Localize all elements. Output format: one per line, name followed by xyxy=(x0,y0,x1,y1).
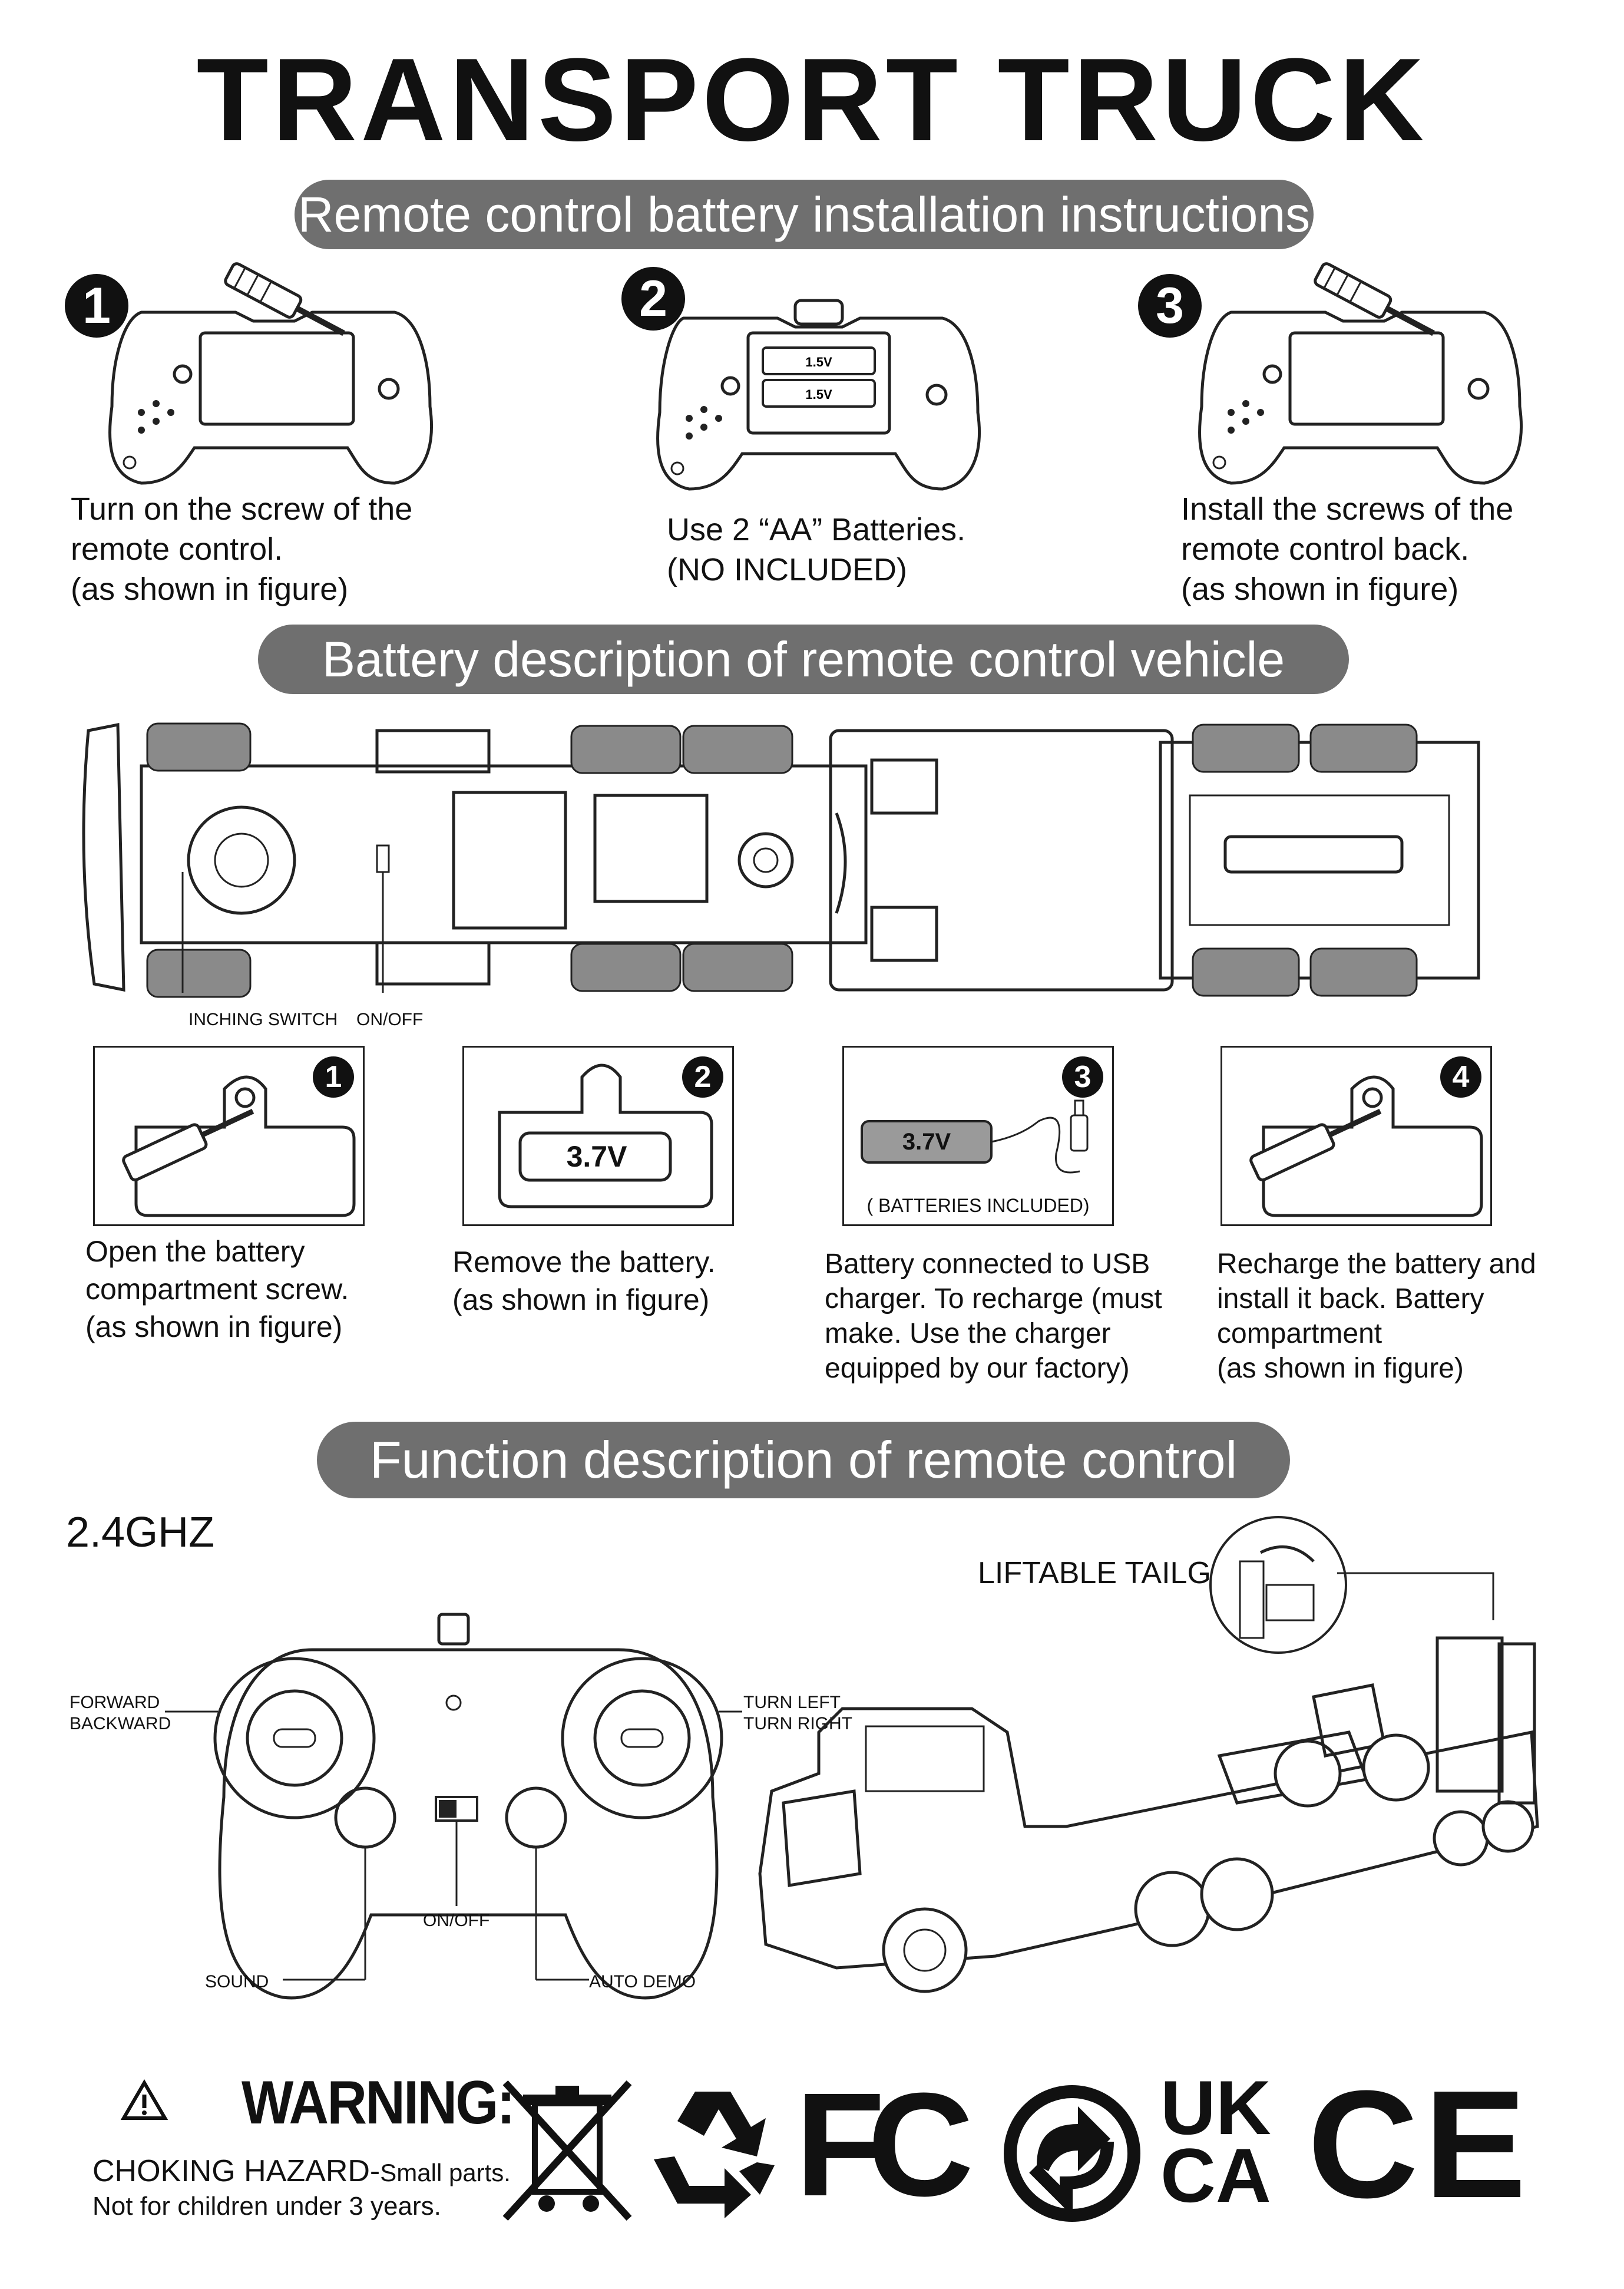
vehicle-step-4-text: Recharge the battery and install it back… xyxy=(1217,1248,1536,1384)
choking-hazard-text: CHOKING HAZARD-Small parts. xyxy=(92,2153,511,2189)
vehicle-step-3-illustration: 3.7V ( BATTERIES INCLUDED) 3 xyxy=(842,1046,1114,1226)
vehicle-step-number-2: 2 xyxy=(682,1056,723,1098)
warning-heading: WARNING: xyxy=(242,2069,515,2137)
turn-left-right-label: TURN LEFT TURN RIGHT xyxy=(743,1693,852,1733)
warning-triangle-icon xyxy=(120,2079,168,2120)
remote-step-2-text: Use 2 “AA” Batteries. (NO INCLUDED) xyxy=(667,512,966,587)
forward-backward-label: FORWARD BACKWARD xyxy=(70,1693,171,1733)
page-title: TRANSPORT TRUCK xyxy=(196,34,1428,166)
vehicle-step-number-4: 4 xyxy=(1440,1056,1481,1098)
section-banner-vehicle-battery: Battery description of remote control ve… xyxy=(258,625,1349,694)
ce-mark: CE xyxy=(1308,2059,1533,2230)
remote-back-screw-illustration xyxy=(108,262,433,485)
recycle-icon xyxy=(654,2092,775,2218)
vehicle-step-4-illustration: 4 xyxy=(1221,1046,1492,1226)
truck-chassis-top-view xyxy=(82,722,1480,998)
vehicle-step-2-illustration: 3.7V 2 xyxy=(462,1046,734,1226)
remote-step-3-text: Install the screws of the remote control… xyxy=(1181,491,1514,607)
transmitter-illustration xyxy=(165,1613,742,2000)
ukca-mark-bottom: CA xyxy=(1160,2132,1271,2218)
section-banner-function: Function description of remote control xyxy=(317,1422,1290,1498)
vehicle-step-number-1: 1 xyxy=(313,1056,354,1098)
battery-cell-label: 1.5V xyxy=(805,387,832,402)
battery-voltage-label: 3.7V xyxy=(566,1140,627,1173)
ukca-mark-top: UK xyxy=(1160,2065,1271,2151)
battery-voltage-label-usb: 3.7V xyxy=(902,1129,951,1155)
inching-switch-label: INCHING SWITCH xyxy=(188,1010,338,1029)
choking-hazard-label: CHOKING HAZARD- xyxy=(92,2154,381,2188)
remote-batteries-illustration: 1.5V 1.5V xyxy=(656,299,981,491)
ukca-mark: UK CA xyxy=(1160,2065,1271,2218)
chassis-onoff-label: ON/OFF xyxy=(356,1010,424,1029)
small-parts-label: Small parts. xyxy=(380,2159,511,2186)
vehicle-step-1-illustration: 1 xyxy=(93,1046,365,1226)
batteries-included-label: ( BATTERIES INCLUDED) xyxy=(866,1195,1090,1216)
weee-crossed-bin-icon xyxy=(502,2080,632,2221)
step-number-1: 1 xyxy=(65,274,128,338)
green-dot-icon xyxy=(1004,2085,1140,2222)
step-number-2: 2 xyxy=(621,267,685,331)
auto-demo-button-label: AUTO DEMO xyxy=(589,1972,696,1991)
step-number-3: 3 xyxy=(1138,274,1202,338)
vehicle-step-3-text: Battery connected to USB charger. To rec… xyxy=(825,1248,1162,1384)
remote-step-1-text: Turn on the screw of the remote control.… xyxy=(71,491,413,607)
vehicle-step-2-text: Remove the battery. (as shown in figure) xyxy=(452,1246,716,1316)
transport-truck-illustration xyxy=(758,1516,1539,1993)
fcc-mark: FC xyxy=(795,2062,974,2227)
vehicle-step-1-text: Open the battery compartment screw. (as … xyxy=(85,1235,349,1343)
age-warning-text: Not for children under 3 years. xyxy=(92,2192,441,2221)
section-banner-remote-battery: Remote control battery installation inst… xyxy=(295,180,1314,249)
transmitter-onoff-label: ON/OFF xyxy=(423,1911,490,1930)
sound-button-label: SOUND xyxy=(205,1972,269,1991)
frequency-label: 2.4GHZ xyxy=(66,1509,215,1556)
vehicle-step-number-3: 3 xyxy=(1062,1056,1103,1098)
battery-cell-label: 1.5V xyxy=(805,355,832,369)
remote-screw-back-illustration xyxy=(1198,262,1523,485)
